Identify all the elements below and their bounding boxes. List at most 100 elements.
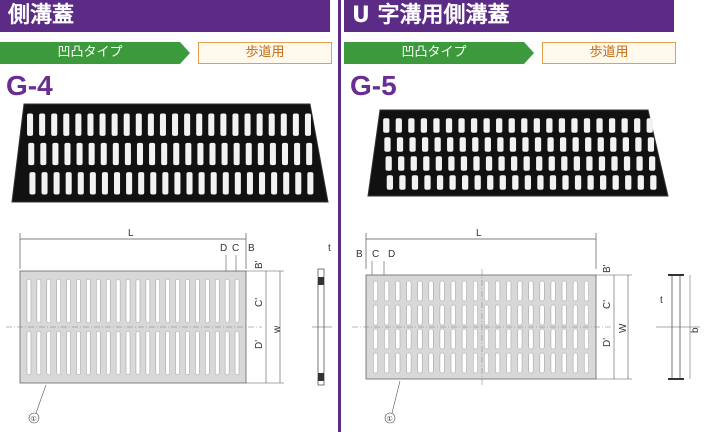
- drawing-slot: [373, 328, 378, 350]
- drawing-slot: [36, 278, 42, 324]
- drawing-slot: [406, 304, 412, 326]
- grating-slot: [596, 118, 603, 133]
- drawing-slot: [145, 278, 151, 324]
- grating-slot: [573, 156, 580, 171]
- grating-slot: [623, 156, 631, 171]
- drawing-slot: [234, 278, 240, 324]
- drawing-slot: [384, 352, 390, 374]
- grating-slot: [598, 156, 606, 171]
- grating-slot: [462, 175, 469, 190]
- drawing-slot: [215, 330, 220, 376]
- grating-slot: [150, 172, 157, 195]
- drawing-slot: [506, 280, 512, 302]
- grating-slot: [420, 118, 428, 133]
- drawing-slot: [185, 278, 190, 324]
- grating-photo: [367, 109, 669, 197]
- drawing-slot: [46, 278, 51, 324]
- grating-slot: [234, 172, 241, 195]
- drawing-slot: [175, 330, 180, 376]
- drawing-slot: [56, 278, 61, 324]
- drawing-slot: [384, 328, 390, 350]
- drawing-slot: [215, 278, 220, 324]
- drawing-slot: [450, 280, 456, 302]
- drawing-slot: [46, 330, 51, 376]
- grating-slot: [384, 137, 391, 152]
- dim-b: b: [690, 327, 701, 333]
- grating-slot: [435, 156, 442, 171]
- drawing-slot: [495, 304, 501, 326]
- grating-slot: [208, 113, 215, 136]
- panel-u-ditch-cover: U 字溝用側溝蓋 凹凸タイプ 歩道用 G-5 L B C D B' C' D' …: [344, 0, 720, 432]
- grating-slot: [498, 156, 505, 171]
- grating-slot: [138, 172, 145, 195]
- grating-slot: [77, 172, 84, 195]
- grating-slot: [625, 175, 632, 190]
- drawing-slot: [539, 280, 545, 302]
- grating-slot: [647, 137, 655, 152]
- grating-slot: [124, 142, 131, 166]
- drawing-slot: [395, 352, 401, 374]
- grating-slot: [445, 118, 453, 133]
- drawing-slot: [224, 278, 230, 324]
- grating-slot: [608, 118, 616, 133]
- drawing-slot: [115, 330, 121, 376]
- grating-slot: [621, 118, 628, 133]
- drawing-slot: [572, 352, 578, 374]
- grating-slot: [487, 175, 494, 190]
- grating-slot: [650, 175, 657, 190]
- grating-slot: [622, 137, 629, 152]
- grating-slot: [135, 113, 142, 136]
- drawing-slot: [584, 328, 589, 350]
- grating-slot: [159, 113, 166, 136]
- grating-slot: [281, 142, 289, 166]
- drawing-slot: [135, 330, 141, 376]
- grating-slot: [536, 156, 543, 171]
- dim-Dp: D': [254, 340, 265, 349]
- grating-slot: [53, 172, 60, 195]
- grating-slot: [283, 172, 290, 195]
- grating-slot: [87, 113, 94, 136]
- grating-slot: [497, 137, 504, 152]
- grating-slot: [221, 142, 228, 166]
- drawing-slot: [561, 352, 567, 374]
- dim-W: W: [618, 323, 629, 333]
- drawing-slot: [395, 280, 401, 302]
- drawing-slot: [461, 304, 467, 326]
- grating-slot: [510, 156, 518, 171]
- drawing-slot: [165, 330, 170, 376]
- grating-slot: [39, 113, 46, 136]
- grating-slot: [269, 142, 276, 166]
- grating-slot: [222, 172, 229, 195]
- grating-slot: [172, 113, 179, 136]
- drawing-slot: [517, 328, 523, 350]
- tag-row: 凹凸タイプ 歩道用: [344, 42, 680, 64]
- drawing-slot: [406, 280, 412, 302]
- drawing-slot: [56, 330, 61, 376]
- drawing-slot: [26, 278, 32, 324]
- grating-slot: [637, 175, 644, 190]
- grating-slot: [162, 172, 169, 195]
- dim-L: L: [128, 228, 134, 239]
- drawing-slot: [473, 280, 478, 302]
- grating-slot: [185, 142, 192, 166]
- grating-slot: [558, 118, 566, 133]
- grating-slot: [421, 137, 429, 152]
- drawing-slot: [26, 330, 32, 376]
- grating-slot: [611, 156, 618, 171]
- drawing-slot: [439, 328, 445, 350]
- drawing-slot: [473, 304, 478, 326]
- dim-B: B: [248, 243, 255, 254]
- grating-slot: [65, 172, 72, 195]
- section-title: 側溝蓋: [0, 0, 330, 32]
- drawing-slot: [439, 304, 445, 326]
- grating-photo: [11, 103, 329, 203]
- drawing-slot: [185, 330, 190, 376]
- drawing-slot: [506, 304, 512, 326]
- drawing-slot: [572, 328, 578, 350]
- grating-slot: [411, 175, 419, 190]
- grating-slot: [232, 113, 239, 136]
- grating-slot: [184, 113, 191, 136]
- drawing-slot: [550, 328, 556, 350]
- drawing-slot: [76, 278, 81, 324]
- grating-slot: [63, 113, 70, 136]
